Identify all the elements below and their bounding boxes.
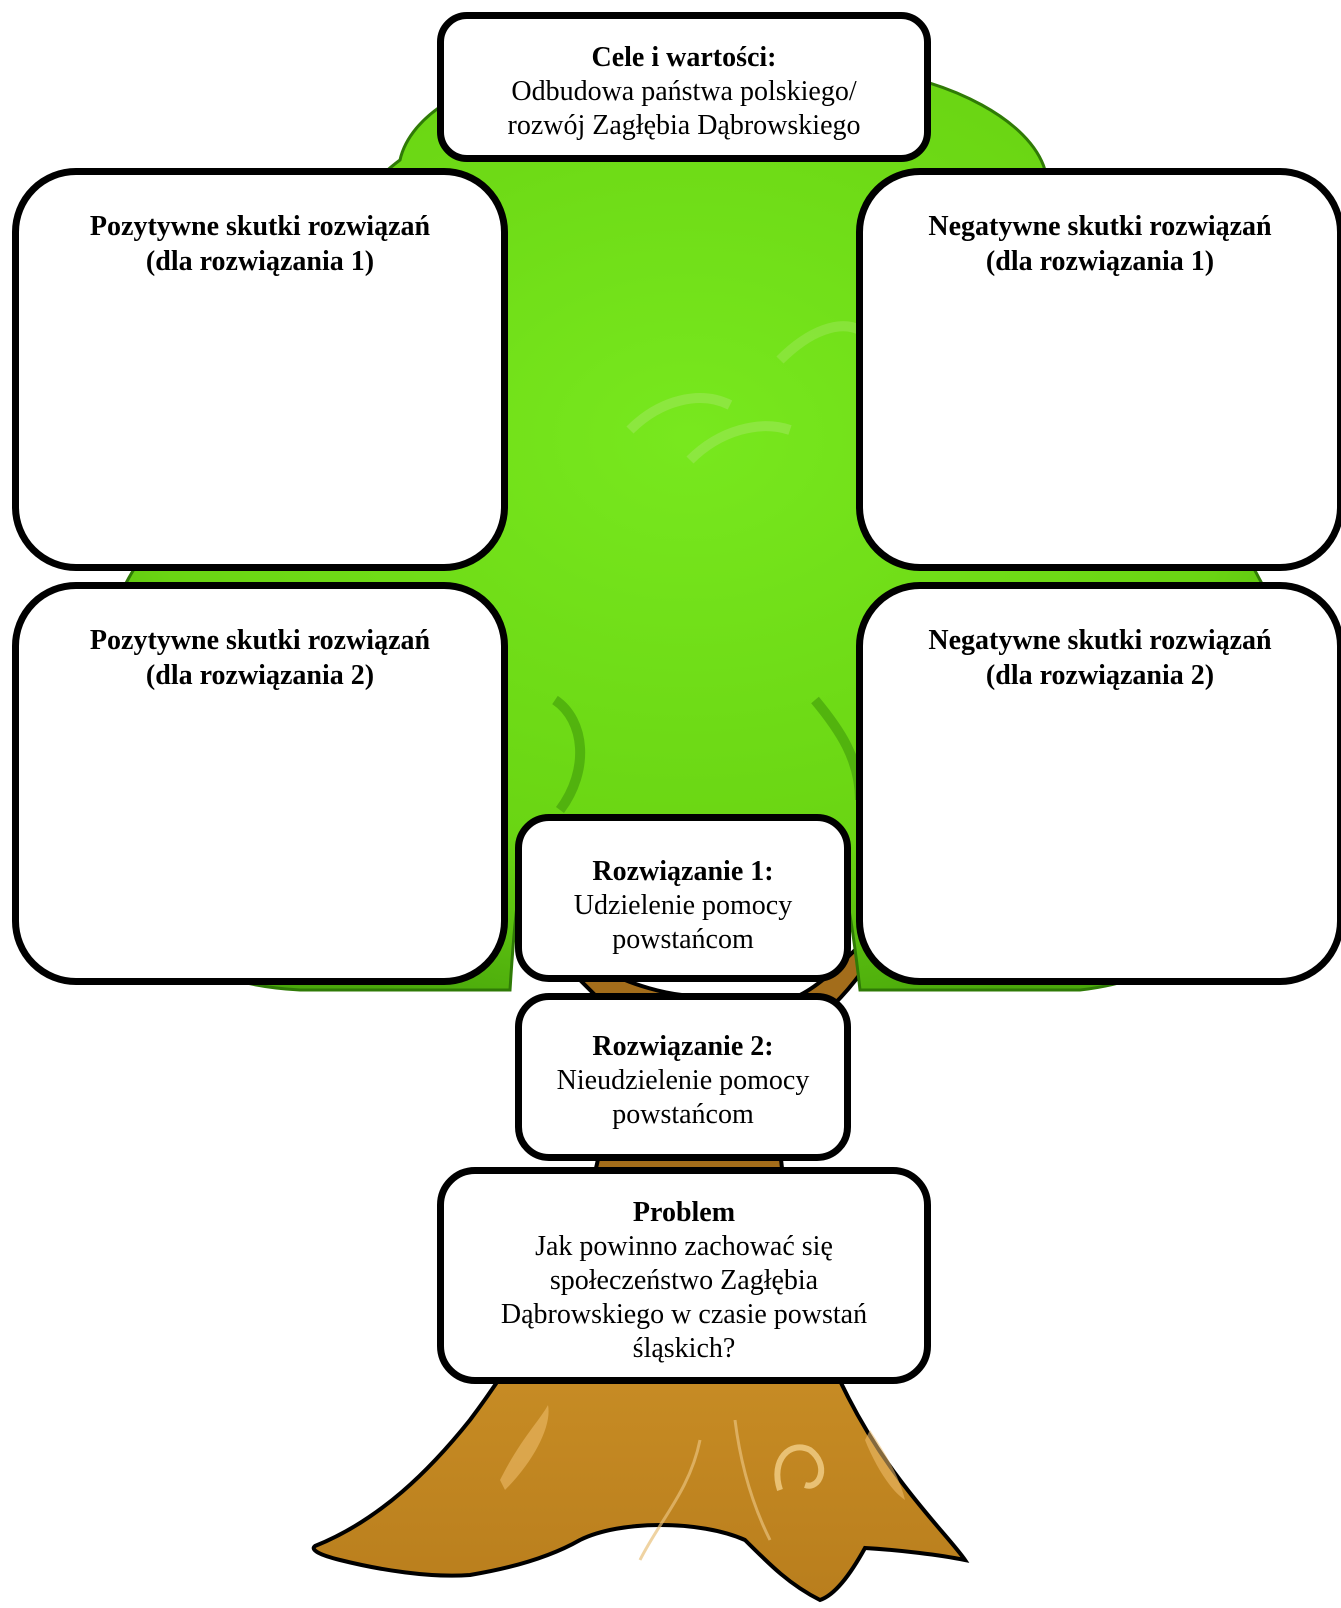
foliage-highlight — [626, 393, 733, 434]
trunk-knot — [774, 1444, 825, 1491]
problem-text-line-1: Jak powinno zachować się — [535, 1231, 833, 1262]
trunk-highlight — [500, 1405, 549, 1490]
problem-text-line-4: śląskich? — [632, 1333, 736, 1364]
solution-2-title: Rozwiązanie 2: — [592, 1031, 774, 1062]
trunk-line — [733, 1419, 772, 1541]
solution-2-text-line-1: Nieudzielenie pomocy — [556, 1065, 810, 1096]
positive-effects-1-box: Pozytywne skutki rozwiązań (dla rozwiąza… — [12, 168, 508, 571]
trunk-line — [638, 1439, 702, 1561]
goals-box: Cele i wartości: Odbudowa państwa polski… — [437, 12, 931, 162]
positive-effects-1-title: Pozytywne skutki rozwiązań (dla rozwiąza… — [89, 211, 431, 277]
negative-effects-1-box: Negatywne skutki rozwiązań (dla rozwiąza… — [856, 168, 1341, 571]
trunk-highlight — [865, 1430, 905, 1500]
solution-1-text-line-2: powstańcom — [612, 924, 754, 955]
foliage-highlight — [776, 321, 863, 364]
problem-title: Problem — [632, 1197, 736, 1228]
negative-effects-2-box: Negatywne skutki rozwiązań (dla rozwiąza… — [856, 582, 1341, 985]
solution-1-title: Rozwiązanie 1: — [592, 856, 774, 887]
problem-box: Problem Jak powinno zachować się społecz… — [437, 1167, 931, 1384]
solution-1-box: Rozwiązanie 1: Udzielenie pomocy powstań… — [515, 814, 851, 982]
goals-text-line-2: rozwój Zagłębia Dąbrowskiego — [507, 110, 861, 141]
solution-1-text-line-1: Udzielenie pomocy — [573, 890, 793, 921]
solution-2-text-line-2: powstańcom — [612, 1099, 754, 1130]
negative-effects-1-title: Negatywne skutki rozwiązań (dla rozwiąza… — [928, 211, 1272, 277]
solution-2-box: Rozwiązanie 2: Nieudzielenie pomocy pows… — [515, 993, 851, 1161]
positive-effects-2-box: Pozytywne skutki rozwiązań (dla rozwiąza… — [12, 582, 508, 985]
negative-effects-2-title: Negatywne skutki rozwiązań (dla rozwiąza… — [928, 625, 1272, 691]
foliage-shadow — [551, 695, 585, 813]
positive-effects-2-title: Pozytywne skutki rozwiązań (dla rozwiąza… — [89, 625, 431, 691]
problem-text-line-2: społeczeństwo Zagłębia — [549, 1265, 819, 1296]
problem-text-line-3: Dąbrowskiego w czasie powstań — [500, 1299, 868, 1330]
foliage-highlight — [686, 421, 792, 464]
goals-text-line-1: Odbudowa państwa polskiego/ — [511, 76, 857, 107]
goals-title: Cele i wartości: — [591, 42, 777, 73]
